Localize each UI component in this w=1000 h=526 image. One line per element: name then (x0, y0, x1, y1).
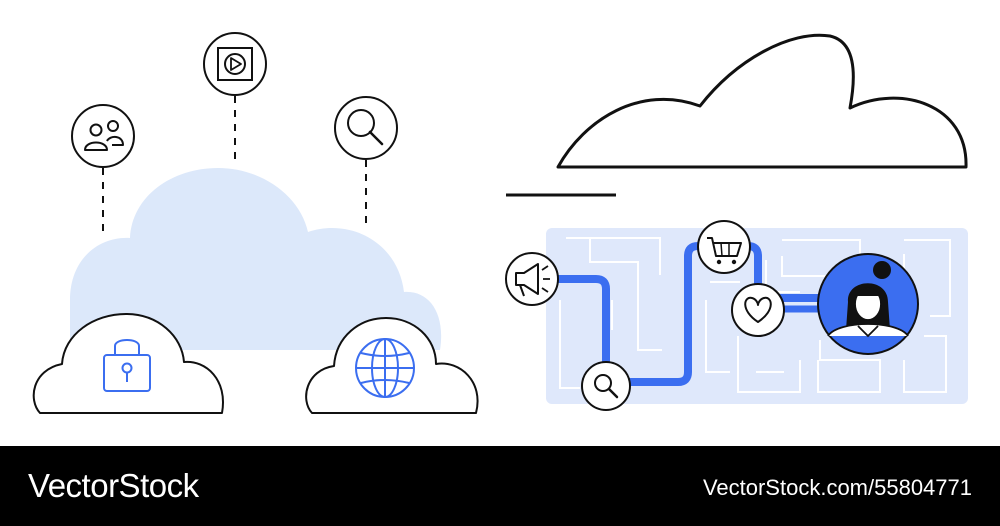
vectorstock-logo: VectorStock (28, 467, 199, 504)
megaphone-icon (505, 252, 559, 306)
globe-cloud (305, 317, 479, 414)
watermark-footer: VectorStock VectorStock.com/55804771 (0, 446, 1000, 526)
search-icon (334, 96, 398, 160)
right-maze-group (505, 33, 968, 411)
padlock-icon (103, 339, 151, 392)
outline-cloud (556, 33, 968, 169)
cloud-marketing-illustration (32, 32, 968, 414)
maze-walls (559, 237, 951, 393)
woman-avatar-icon (817, 253, 919, 355)
image-id-text: VectorStock.com/55804771 (702, 475, 972, 500)
shopping-cart-icon (697, 220, 751, 274)
users-icon (71, 104, 135, 168)
left-cloud-group (32, 32, 479, 414)
globe-icon (355, 338, 415, 398)
video-player-icon (203, 32, 267, 96)
heart-icon (731, 283, 785, 337)
path-search-icon (581, 361, 631, 411)
big-blue-cloud (70, 168, 442, 350)
customer-journey-path (532, 242, 822, 386)
